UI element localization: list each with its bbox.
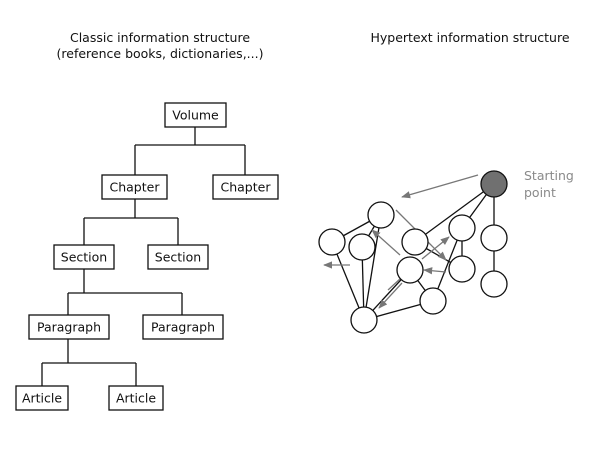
tree-node-article-2: Article	[108, 385, 164, 411]
hypertext-network: Starting point	[318, 168, 574, 334]
chapter-2-label: Chapter	[221, 180, 272, 195]
article-1-label: Article	[22, 391, 62, 406]
arrow-m3-to-center	[423, 267, 447, 275]
tree-node-article-1: Article	[15, 385, 69, 411]
tree-connectors	[41, 127, 246, 386]
network-node-bottom-right	[419, 287, 447, 315]
arrow-to-left-upper	[371, 229, 401, 256]
tree-node-chapter-2: Chapter	[212, 174, 279, 200]
starting-point-label-line-1: Starting	[524, 168, 574, 183]
network-arrows	[323, 174, 479, 309]
link-far-left-to-bottom-left	[331, 241, 365, 321]
tree-node-paragraph-2: Paragraph	[142, 314, 224, 340]
network-node-center	[396, 256, 424, 284]
volume-label: Volume	[172, 108, 219, 123]
classic-title-line-2: (reference books, dictionaries,...)	[56, 46, 264, 61]
article-2-label: Article	[116, 391, 156, 406]
network-node-top	[367, 201, 395, 229]
classic-tree: Volume Chapter Chapter Section Section P…	[15, 102, 279, 411]
arrow-to-m2	[421, 236, 450, 260]
network-node-right-1	[480, 224, 508, 252]
paragraph-1-label: Paragraph	[37, 320, 101, 335]
classic-structure-title: Classic information structure (reference…	[20, 30, 300, 62]
network-node-bottom-left	[350, 306, 378, 334]
network-node-mid-3	[448, 255, 476, 283]
classic-title-line-1: Classic information structure	[69, 30, 251, 45]
network-node-mid-1	[401, 228, 429, 256]
network-node-left	[348, 233, 376, 261]
starting-point-label-line-2: point	[524, 185, 556, 200]
starting-point-node	[480, 170, 508, 198]
link-start-to-m1	[414, 183, 495, 243]
hypertext-structure-title: Hypertext information structure	[350, 30, 590, 46]
network-node-right-2	[480, 270, 508, 298]
arrow-center-to-bottom-left	[378, 282, 403, 309]
chapter-1-label: Chapter	[110, 180, 161, 195]
hypertext-title-line: Hypertext information structure	[370, 30, 570, 45]
paragraph-2-label: Paragraph	[151, 320, 215, 335]
section-2-label: Section	[155, 250, 201, 265]
tree-node-section-2: Section	[147, 244, 209, 270]
network-nodes	[318, 201, 508, 334]
tree-node-volume: Volume	[164, 102, 227, 128]
network-node-mid-2	[448, 214, 476, 242]
starting-point-label: Starting point	[524, 168, 574, 200]
tree-node-paragraph-1: Paragraph	[28, 314, 110, 340]
tree-node-section-1: Section	[53, 244, 115, 270]
arrow-start-to-top	[401, 174, 479, 199]
network-node-far-left	[318, 228, 346, 256]
section-1-label: Section	[61, 250, 107, 265]
tree-node-chapter-1: Chapter	[101, 174, 168, 200]
